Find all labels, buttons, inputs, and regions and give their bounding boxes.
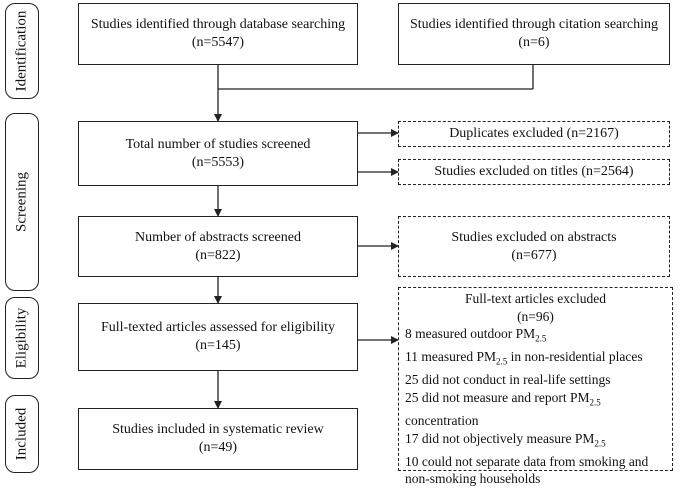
exclusion-reason-suffix: in non-residential places bbox=[507, 349, 643, 365]
exclusion-reason-subscript: 2.5 bbox=[535, 333, 547, 344]
exclusion-reason-text: 10 could not separate data from smoking … bbox=[405, 453, 649, 469]
exclusion-reason: concentration bbox=[405, 412, 648, 430]
flow-connectors bbox=[214, 65, 534, 409]
abstracts-excluded-title: Studies excluded on abstracts bbox=[451, 229, 617, 245]
box-database-search: Studies identified through database sear… bbox=[78, 3, 358, 65]
exclusion-reason-text: 25 did not conduct in real-life settings bbox=[405, 372, 611, 388]
exclusion-reason: non-smoking households bbox=[405, 470, 648, 488]
fulltext-excluded-count: (n=96) bbox=[517, 308, 554, 324]
exclusion-reason-text: concentration bbox=[405, 413, 479, 429]
box-total-screened: Total number of studies screened (n=5553… bbox=[78, 121, 358, 186]
box-duplicates-excluded: Duplicates excluded (n=2167) bbox=[398, 121, 670, 147]
exclusion-reason: 25 did not measure and report PM2.5 bbox=[405, 389, 648, 412]
box-fulltext-assessed: Full-texted articles assessed for eligib… bbox=[78, 303, 358, 371]
fulltext-count: (n=145) bbox=[195, 338, 241, 353]
fulltext-title: Full-texted articles assessed for eligib… bbox=[100, 320, 336, 335]
exclusion-reason-text: 11 measured PM bbox=[405, 349, 496, 365]
box-citation-search: Studies identified through citation sear… bbox=[398, 3, 670, 65]
box-studies-included: Studies included in systematic review (n… bbox=[78, 408, 358, 470]
duplicates-title: Duplicates excluded (n=2167) bbox=[449, 126, 619, 141]
database-count: (n=5547) bbox=[191, 35, 245, 50]
screened-title: Total number of studies screened bbox=[125, 136, 311, 152]
exclusion-reason-text: non-smoking households bbox=[405, 471, 541, 487]
box-fulltext-excluded: Full-text articles excluded (n=96) 8 mea… bbox=[398, 287, 673, 486]
abstracts-count: (n=822) bbox=[195, 247, 241, 263]
exclusion-reason: 8 measured outdoor PM2.5 bbox=[405, 325, 648, 348]
screened-count: (n=5553) bbox=[191, 154, 245, 170]
exclusion-reason-text: 17 did not objectively measure PM bbox=[405, 430, 595, 446]
exclusion-reason-subscript: 2.5 bbox=[589, 397, 601, 408]
citation-count: (n=6) bbox=[518, 35, 550, 50]
database-title: Studies identified through database sear… bbox=[90, 17, 346, 32]
exclusion-reason-text: 25 did not measure and report PM bbox=[405, 389, 590, 405]
stage-eligibility: Eligibility bbox=[5, 297, 39, 379]
fulltext-excluded-title: Full-text articles excluded bbox=[465, 291, 606, 306]
citation-title: Studies identified through citation sear… bbox=[409, 17, 659, 32]
exclusion-reason: 10 could not separate data from smoking … bbox=[405, 453, 648, 471]
abstracts-excluded-count: (n=677) bbox=[511, 247, 557, 263]
titles-title: Studies excluded on titles (n=2564) bbox=[434, 164, 634, 179]
stage-identification: Identification bbox=[5, 3, 39, 99]
included-count: (n=49) bbox=[198, 440, 238, 455]
stage-screening: Screening bbox=[5, 113, 39, 291]
exclusion-reason: 17 did not objectively measure PM2.5 bbox=[405, 430, 648, 453]
exclusion-reason-text: 8 measured outdoor PM bbox=[405, 326, 536, 341]
exclusion-reason: 25 did not conduct in real-life settings bbox=[405, 371, 648, 389]
stage-included: Included bbox=[5, 395, 39, 473]
box-abstracts-excluded: Studies excluded on abstracts (n=677) bbox=[398, 216, 670, 277]
exclusion-reason: 11 measured PM2.5 in non-residential pla… bbox=[405, 348, 648, 371]
box-abstracts-screened: Number of abstracts screened (n=822) bbox=[78, 216, 358, 277]
exclusion-reason-subscript: 2.5 bbox=[496, 356, 508, 367]
abstracts-title: Number of abstracts screened bbox=[135, 229, 301, 245]
exclusion-reason-subscript: 2.5 bbox=[594, 438, 606, 449]
box-titles-excluded: Studies excluded on titles (n=2564) bbox=[398, 159, 670, 185]
included-title: Studies included in systematic review bbox=[112, 422, 324, 437]
